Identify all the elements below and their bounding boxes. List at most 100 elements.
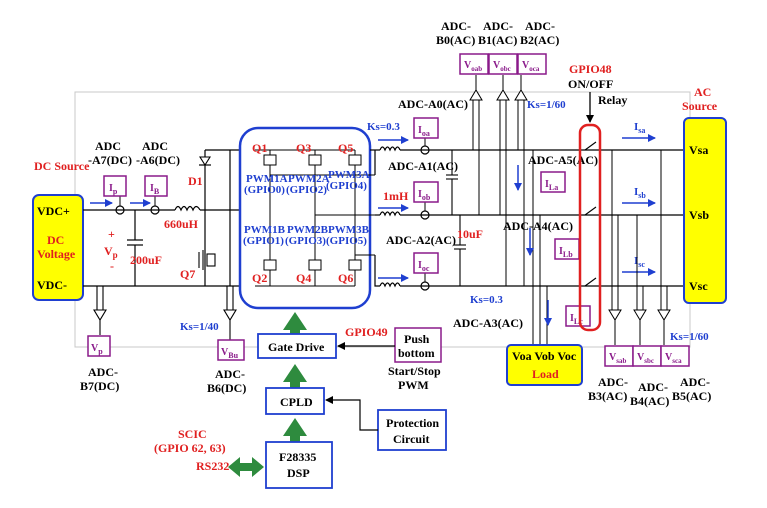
filter-inductor-a: [379, 146, 401, 152]
vsca-sensor-box: [660, 345, 690, 367]
protection-to-cpld-arrow: [325, 396, 378, 431]
adc-a6-label-2: -A6(DC): [136, 153, 180, 167]
filter-capacitor-label: 10uF: [457, 227, 483, 241]
ila-sensor-label: ILa: [545, 179, 558, 192]
vdc-plus-label: VDC+: [37, 204, 70, 218]
adc-b6-label-2: B6(DC): [207, 381, 246, 395]
adc-b6-label-1: ADC-: [215, 367, 245, 381]
isc-label: Isc: [634, 255, 645, 269]
vp-minus: -: [110, 259, 114, 273]
switch-q7: [198, 250, 216, 270]
scic-label-1: SCIC: [178, 427, 207, 441]
pwm3a-label-2: (GPIO4): [326, 180, 367, 192]
pwm2b-label-1: PWM2B: [287, 224, 329, 236]
adc-a7-label-2: -A7(DC): [88, 153, 132, 167]
adc-b3-label-2: B3(AC): [588, 389, 627, 403]
iob-sensor-label: Iob: [418, 189, 431, 202]
load-label-1: Voa Vob Voc: [512, 349, 577, 363]
ac-source-title-2: Source: [682, 99, 718, 113]
pwm1a-label-1: PWM1A: [246, 173, 288, 185]
q4-label: Q4: [296, 271, 311, 285]
push-button-box: [394, 327, 442, 363]
adc-b7-label-2: B7(DC): [80, 379, 119, 393]
dc-source-box: [32, 194, 84, 301]
dc-capacitor: [127, 210, 143, 286]
ib-sensor-label: IB: [150, 183, 160, 196]
adc-b7-label-1: ADC-: [88, 365, 118, 379]
ioa-sensor-label: Ioa: [418, 125, 430, 138]
dc-voltage-label-2: Voltage: [37, 247, 76, 261]
output-voltage-dividers: [469, 75, 528, 286]
push-label-1: Push: [404, 332, 430, 346]
ks-top-right: Ks=1/60: [527, 99, 566, 111]
adc-b1-label-1: ADC-: [483, 19, 513, 33]
green-arrow-dsp: [283, 418, 307, 442]
adc-b5-label-1: ADC-: [680, 375, 710, 389]
rs232-label: RS232: [196, 459, 229, 473]
pwm3a-label-1: PWM3A: [328, 169, 370, 181]
push-label-2: bottom: [398, 346, 435, 360]
vsbc-sensor-label: Vsbc: [637, 352, 654, 365]
scic-label-2: (GPIO 62, 63): [154, 441, 226, 455]
voab-sensor-label: Voab: [464, 60, 482, 73]
protection-label-2: Circuit: [393, 432, 429, 446]
adc-b1-label-2: B1(AC): [478, 33, 517, 47]
load-box: [506, 344, 583, 386]
ks-right-bottom: Ks=1/60: [670, 331, 709, 343]
voca-sensor-box: [517, 53, 547, 75]
isa-label: Isa: [634, 121, 645, 135]
adc-b0-label-2: B0(AC): [436, 33, 475, 47]
dsp-box: [265, 441, 333, 489]
adc-a4-label: ADC-A4(AC): [503, 219, 573, 233]
vp-divider: [93, 286, 107, 335]
vobc-sensor-label: Vobc: [493, 60, 511, 73]
diode-d1-label: D1: [188, 174, 203, 188]
vsb-label: Vsb: [689, 208, 709, 222]
adc-a6-label-1: ADC: [142, 139, 168, 153]
pwm1b-label-1: PWM1B: [244, 224, 286, 236]
vsa-label: Vsa: [689, 143, 708, 157]
dsp-label-1: F28335: [279, 450, 316, 464]
start-stop-label-2: PWM: [398, 378, 429, 392]
adc-b3-label-1: ADC-: [598, 375, 628, 389]
vsab-sensor-label: Vsab: [609, 352, 626, 365]
iob-sensor-box: [413, 181, 439, 203]
switch-q7-label: Q7: [180, 267, 195, 281]
q5-label: Q5: [338, 141, 353, 155]
green-arrows: [283, 312, 307, 442]
ac-source-title-1: AC: [694, 85, 711, 99]
inverter-switches: [263, 154, 362, 271]
filter-capacitors: [446, 150, 466, 286]
grid-voltage-dividers: [608, 150, 671, 345]
dc-capacitor-label: 200uF: [130, 253, 162, 267]
dc-wiring: [83, 149, 240, 287]
gate-drive-label: Gate Drive: [268, 340, 325, 354]
ilc-sensor-box: [565, 305, 591, 327]
gate-drive-box: [257, 333, 337, 359]
pwm2a-label-2: (GPIO2): [286, 184, 327, 196]
ks-middle: Ks=0.3: [470, 294, 503, 306]
adc-a0-label: ADC-A0(AC): [398, 97, 468, 111]
filter-inductor-b: [379, 211, 401, 217]
adc-b5-label-2: B5(AC): [672, 389, 711, 403]
filter-inductor-label: 1mH: [383, 189, 409, 203]
relay-gpio-label: GPIO48: [569, 62, 612, 76]
ip-sensor-label: Ip: [109, 183, 118, 196]
ioa-sensor-box: [413, 117, 439, 139]
boost-inductor: [174, 205, 201, 212]
adc-a1-label: ADC-A1(AC): [388, 159, 458, 173]
diode-d1: [199, 156, 211, 167]
ks-left-bottom: Ks=1/40: [180, 321, 219, 333]
vp-sensor-box: [87, 335, 111, 357]
voca-sensor-label: Voca: [522, 60, 540, 73]
pwm3b-label-1: PWM3B: [328, 224, 370, 236]
vbu-sensor-box: [217, 339, 245, 361]
adc-b2-label-2: B2(AC): [520, 33, 559, 47]
relay-label: Relay: [598, 93, 627, 107]
isb-label: Isb: [634, 186, 646, 200]
vp-plus: +: [108, 227, 115, 241]
vp-sensor-label: Vp: [91, 343, 103, 356]
pwm2a-label-1: PWM2A: [288, 173, 330, 185]
